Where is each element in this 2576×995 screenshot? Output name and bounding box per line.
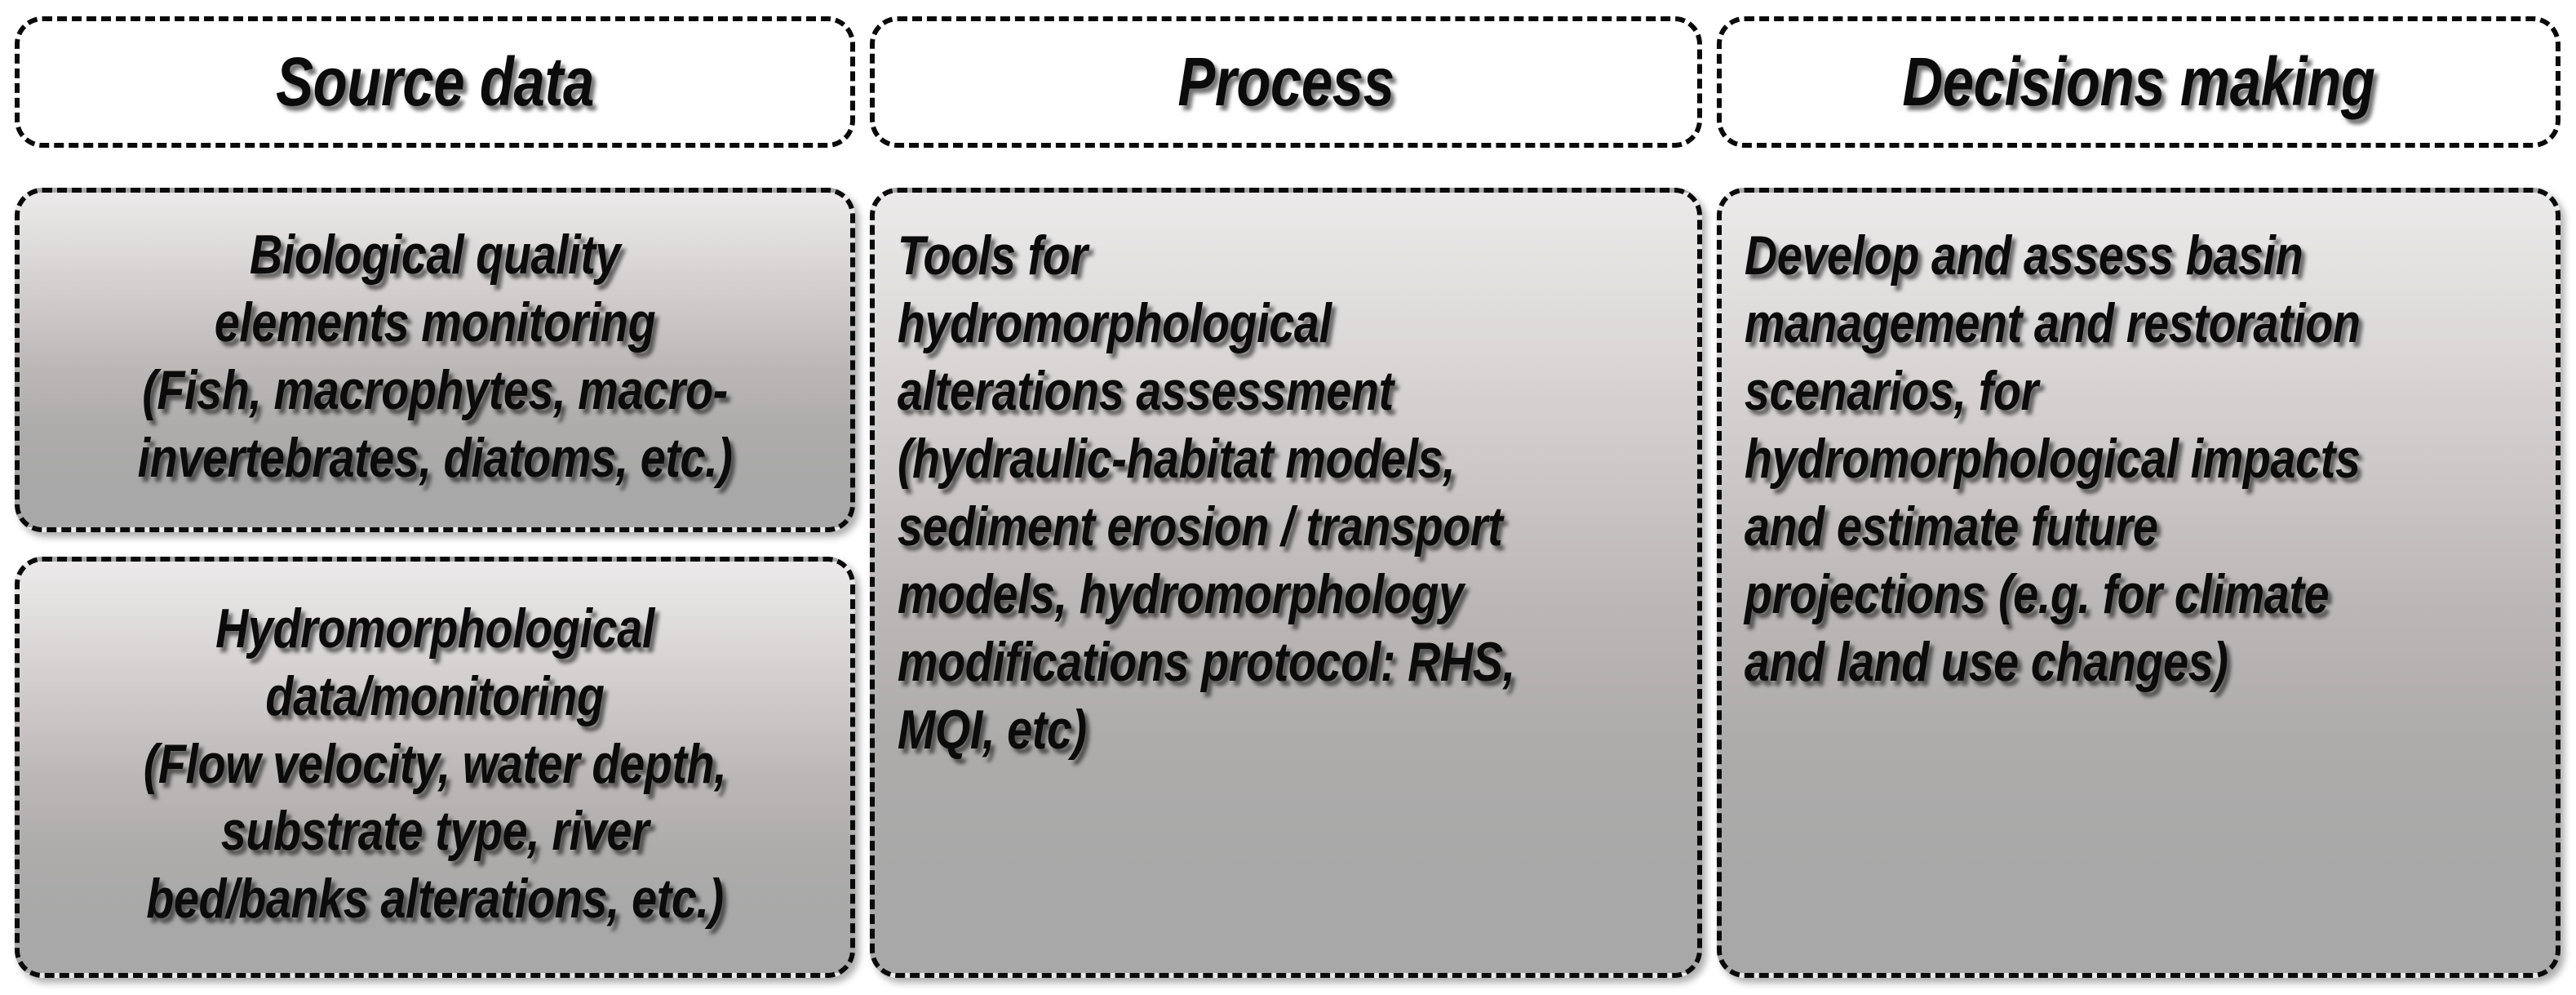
- column-decisions-making: Decisions making Develop and assess basi…: [1717, 0, 2560, 995]
- content-box-inner: Biological quality elements monitoring (…: [20, 221, 850, 499]
- header-label-source-data: Source data: [276, 43, 594, 121]
- content-text-hydromorphological-data-monitoring: Hydromorphological data/monitoring (Flow…: [143, 597, 727, 931]
- content-box-tools-for-hydromorphological-alterations-assessment: Tools for hydromorphological alterations…: [870, 188, 1702, 978]
- content-box-hydromorphological-data-monitoring: Hydromorphological data/monitoring (Flow…: [15, 557, 855, 978]
- content-text-biological-quality-elements-monitoring: Biological quality elements monitoring (…: [137, 224, 733, 489]
- content-box-inner: Tools for hydromorphological alterations…: [875, 193, 1697, 973]
- content-box-inner: Hydromorphological data/monitoring (Flow…: [20, 595, 850, 940]
- header-label-process: Process: [1177, 43, 1394, 121]
- header-box-source-data: Source data: [15, 16, 855, 148]
- content-text-tools-for-hydromorphological-alterations-assessment: Tools for hydromorphological alterations…: [897, 224, 1515, 761]
- header-box-process: Process: [870, 16, 1702, 148]
- content-box-biological-quality-elements-monitoring: Biological quality elements monitoring (…: [15, 188, 855, 532]
- content-box-inner: Develop and assess basin management and …: [1722, 193, 2556, 973]
- header-box-decisions-making: Decisions making: [1717, 16, 2560, 148]
- column-process: Process Tools for hydromorphological alt…: [870, 0, 1702, 995]
- content-box-develop-and-assess-basin-management: Develop and assess basin management and …: [1717, 188, 2560, 978]
- header-label-decisions-making: Decisions making: [1902, 43, 2375, 121]
- content-text-develop-and-assess-basin-management: Develop and assess basin management and …: [1744, 224, 2361, 693]
- column-source-data: Source data Biological quality elements …: [15, 0, 855, 995]
